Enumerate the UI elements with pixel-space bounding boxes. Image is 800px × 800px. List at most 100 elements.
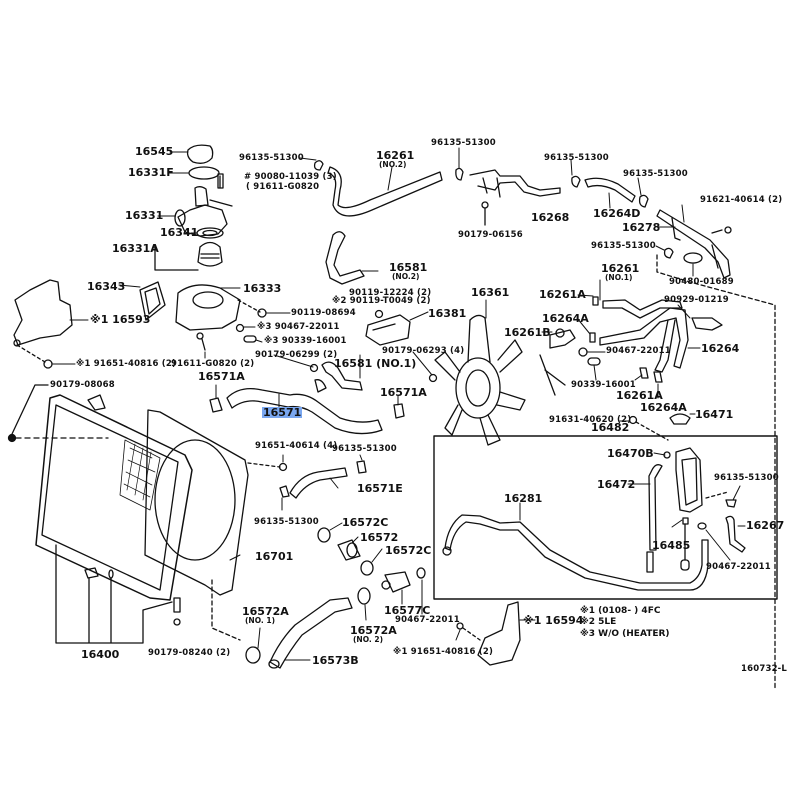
part-label[interactable]: ※1 91651-40816 (2) [76, 359, 177, 369]
gasket-16343[interactable] [140, 282, 165, 320]
cap-16471[interactable] [670, 414, 690, 424]
part-label[interactable]: (NO. 2) [353, 635, 384, 644]
part-label[interactable]: 96135-51300 [332, 444, 397, 454]
part-label[interactable]: 90339-16001 [571, 380, 636, 390]
part-label[interactable]: 16472 [597, 478, 636, 491]
bracket-16381[interactable] [366, 315, 410, 345]
bolt-90179-06156[interactable] [482, 202, 488, 225]
clamp-90467[interactable] [698, 523, 706, 529]
part-label[interactable]: (NO. 1) [245, 616, 276, 625]
part-label[interactable]: 90929-01219 [664, 295, 729, 305]
hose-16572[interactable] [338, 540, 360, 560]
part-label[interactable]: 16341 [160, 226, 199, 239]
part-label[interactable]: 90179-08240 (2) [148, 648, 231, 658]
part-label[interactable]: (NO.2) [379, 160, 407, 169]
part-label[interactable]: 90119-12224 (2) [349, 288, 432, 298]
part-label[interactable]: 16261B [504, 326, 551, 339]
part-label[interactable]: 16268 [531, 211, 570, 224]
bolt-91651-40816[interactable] [457, 623, 463, 629]
hose-16261-no1[interactable] [603, 300, 682, 318]
part-label[interactable]: 16482 [591, 421, 630, 434]
part-label[interactable]: 90179-06299 (2) [255, 350, 338, 360]
part-label[interactable]: 91611-G0820 (2) [171, 359, 255, 369]
clamp-90467[interactable] [237, 325, 244, 332]
gasket-16331f[interactable] [189, 167, 219, 179]
clamp-16571a[interactable] [210, 398, 222, 412]
bolt-91631[interactable] [630, 417, 637, 424]
fitting-16261b[interactable] [550, 329, 575, 348]
part-label[interactable]: 90480-01689 [669, 277, 734, 287]
part-label[interactable]: ※1 91651-40816 (2) [393, 647, 494, 657]
part-label[interactable]: 16581 (NO.1) [334, 357, 417, 370]
part-label[interactable]: 90467-22011 [606, 346, 671, 356]
part-label[interactable]: # 90080-11039 (3) [244, 172, 337, 182]
hose-16472[interactable] [647, 465, 662, 572]
bolt-91611[interactable] [197, 333, 205, 350]
part-label[interactable]: 16264 [701, 342, 740, 355]
hose-16264d[interactable] [585, 178, 635, 202]
part-label[interactable]: 16333 [243, 282, 282, 295]
part-label[interactable]: 16400 [81, 648, 120, 661]
part-label[interactable]: 96135-51300 [714, 473, 779, 483]
water-outlet-16331[interactable] [175, 187, 232, 236]
radiator-16400[interactable] [36, 395, 192, 600]
hose-16281[interactable] [443, 515, 708, 590]
clamp-16572a-no1[interactable] [246, 647, 260, 663]
plug-90339[interactable] [588, 358, 600, 365]
hose-16264[interactable] [600, 308, 688, 372]
bracket-16594[interactable] [478, 602, 520, 665]
part-label[interactable]: 16545 [135, 145, 174, 158]
part-label[interactable]: 16701 [255, 550, 294, 563]
part-label[interactable]: 91631-40620 (2) [549, 415, 632, 425]
bolt-90179-08068[interactable] [9, 435, 16, 442]
clamp-16572c[interactable] [318, 528, 330, 542]
part-label[interactable]: (NO.2) [392, 272, 420, 281]
part-label[interactable]: 96135-51300 [623, 169, 688, 179]
clamp-16572c[interactable] [361, 561, 373, 575]
bracket-16581-no1[interactable] [315, 362, 362, 392]
part-label[interactable]: ※3 90339-16001 [264, 336, 347, 346]
part-label[interactable]: 16572C [385, 544, 432, 557]
bolt-90179-06299[interactable] [311, 365, 318, 372]
part-label[interactable]: 90179-06156 [458, 230, 523, 240]
hose-16571e[interactable] [290, 468, 347, 498]
bolt-90080[interactable] [218, 174, 223, 188]
clamp-16572a-no2[interactable] [358, 588, 370, 604]
part-label[interactable]: 16267 [746, 519, 785, 532]
clamp[interactable] [572, 176, 580, 187]
inlet-16577c[interactable] [382, 572, 410, 592]
part-label[interactable]: 16581 [389, 261, 428, 274]
hose-16573b[interactable] [269, 598, 352, 668]
part-label[interactable]: 16264A [542, 312, 589, 325]
part-label[interactable]: 90179-06293 (4) [382, 346, 465, 356]
part-label[interactable]: ※3 90467-22011 [257, 322, 340, 332]
part-label[interactable]: 90179-08068 [50, 380, 115, 390]
part-label[interactable]: 16331 [125, 209, 164, 222]
part-label[interactable]: 16573B [312, 654, 359, 667]
clamp-90467[interactable] [417, 568, 425, 578]
clamp-90467[interactable] [579, 348, 587, 356]
part-label[interactable]: 16471 [695, 408, 734, 421]
bracket-16593[interactable] [14, 280, 72, 346]
bolt-90119-08694[interactable] [258, 309, 266, 317]
part-label[interactable]: 16572C [342, 516, 389, 529]
cock-90179-08240[interactable] [174, 598, 180, 625]
part-label[interactable]: 96135-51300 [239, 153, 304, 163]
part-label[interactable]: 16281 [504, 492, 543, 505]
shroud-16701[interactable] [145, 410, 248, 595]
clamp[interactable] [315, 161, 323, 170]
part-label[interactable]: 91621-40614 (2) [700, 195, 783, 205]
housing-16333[interactable] [176, 285, 240, 330]
clip-90480[interactable] [684, 253, 702, 263]
part-label[interactable]: ※1 16594 [523, 614, 584, 627]
part-label[interactable]: 96135-51300 [431, 138, 496, 148]
clamp[interactable] [665, 248, 673, 258]
clamp-16264a[interactable] [590, 333, 595, 342]
part-label[interactable]: 16264A [640, 401, 687, 414]
pipe-16268[interactable] [470, 170, 560, 197]
clamp[interactable] [280, 486, 289, 497]
part-label[interactable]: ( 91611-G0820 [246, 182, 320, 192]
clamp-16261a[interactable] [640, 368, 648, 378]
part-label[interactable]: 16264D [593, 207, 641, 220]
part-label[interactable]: 96135-51300 [544, 153, 609, 163]
